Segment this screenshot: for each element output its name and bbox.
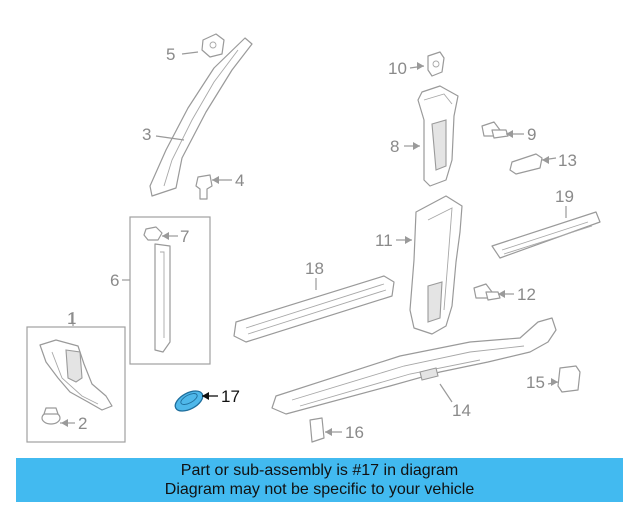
part-7-clip	[143, 226, 163, 241]
callout-16[interactable]: 16	[345, 423, 364, 442]
callout-18[interactable]: 18	[305, 259, 324, 278]
arrowheads	[61, 62, 558, 436]
part-8-b-pillar-upper-trim	[417, 85, 459, 187]
part-13-cover	[509, 153, 543, 175]
info-banner: Part or sub-assembly is #17 in diagram D…	[16, 458, 623, 502]
callout-10[interactable]: 10	[388, 59, 407, 78]
part-5-clip	[201, 33, 225, 58]
banner-line-part: Part or sub-assembly is #17 in diagram	[180, 462, 459, 479]
callout-4[interactable]: 4	[235, 171, 244, 190]
callout-7[interactable]: 7	[180, 227, 189, 246]
callout-19[interactable]: 19	[555, 187, 574, 206]
part-6-b-pillar-lower-trim	[154, 243, 171, 353]
part-9-bolt	[481, 121, 509, 139]
part-1-kick-panel	[39, 339, 113, 411]
callout-15[interactable]: 15	[526, 373, 545, 392]
part-15-clip	[557, 365, 581, 393]
callout-9[interactable]: 9	[527, 125, 536, 144]
part-2-clip	[41, 407, 61, 425]
part-19-sill-strip	[491, 211, 601, 259]
callout-labels: 1 2 3 4 5 6 7 8 9 10 11 12 13 14 15 16 1…	[67, 45, 577, 442]
leader-lines	[60, 51, 567, 433]
callout-13[interactable]: 13	[558, 151, 577, 170]
part-4-clip	[195, 174, 213, 200]
callout-6[interactable]: 6	[110, 271, 119, 290]
part-17-highlighted[interactable]	[172, 387, 206, 415]
part-12-bolt	[473, 283, 501, 301]
part-3-a-pillar-trim	[149, 37, 253, 197]
part-14-rocker-trim	[271, 317, 557, 415]
group-box-1	[26, 326, 126, 443]
callout-11[interactable]: 11	[375, 231, 393, 250]
callout-14[interactable]: 14	[452, 401, 471, 420]
part-11-b-pillar-lower-trim	[409, 195, 463, 335]
callout-1[interactable]: 1	[67, 309, 76, 328]
callout-5[interactable]: 5	[166, 45, 175, 64]
part-18-scuff-plate	[233, 275, 395, 343]
callout-8[interactable]: 8	[390, 137, 399, 156]
banner-line-disclaimer: Diagram may not be specific to your vehi…	[164, 481, 475, 498]
part-16-clip	[309, 417, 325, 443]
callout-3[interactable]: 3	[142, 125, 151, 144]
callout-2[interactable]: 2	[78, 414, 87, 433]
callout-17[interactable]: 17	[221, 387, 240, 406]
group-box-6	[129, 216, 211, 365]
parts-diagram: 1 2 3 4 5 6 7 8 9 10 11 12 13 14 15 16 1…	[26, 33, 601, 443]
part-10-clip	[427, 51, 445, 77]
callout-12[interactable]: 12	[517, 285, 536, 304]
